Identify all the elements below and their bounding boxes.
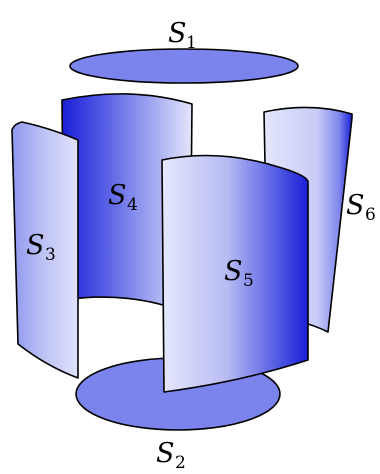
svg-text:6: 6 bbox=[365, 205, 376, 225]
surface-s5 bbox=[161, 154, 309, 393]
svg-text:5: 5 bbox=[243, 271, 254, 291]
svg-text:S: S bbox=[156, 438, 175, 469]
label-s2: S 2 bbox=[156, 438, 186, 473]
surface-s3 bbox=[11, 121, 79, 379]
svg-text:1: 1 bbox=[186, 33, 197, 53]
disc-s1 bbox=[69, 48, 299, 84]
svg-text:S: S bbox=[26, 230, 45, 261]
svg-text:S: S bbox=[346, 190, 365, 221]
label-s6: S 6 bbox=[346, 190, 376, 225]
svg-text:2: 2 bbox=[175, 453, 186, 473]
label-s5: S 5 bbox=[224, 256, 254, 291]
label-s3: S 3 bbox=[26, 230, 56, 265]
label-s4: S 4 bbox=[108, 180, 138, 215]
svg-text:S: S bbox=[168, 18, 187, 49]
label-s1: S 1 bbox=[168, 18, 197, 53]
svg-text:3: 3 bbox=[45, 245, 56, 265]
svg-text:S: S bbox=[224, 256, 243, 287]
svg-text:4: 4 bbox=[127, 195, 138, 215]
svg-text:S: S bbox=[108, 180, 127, 211]
